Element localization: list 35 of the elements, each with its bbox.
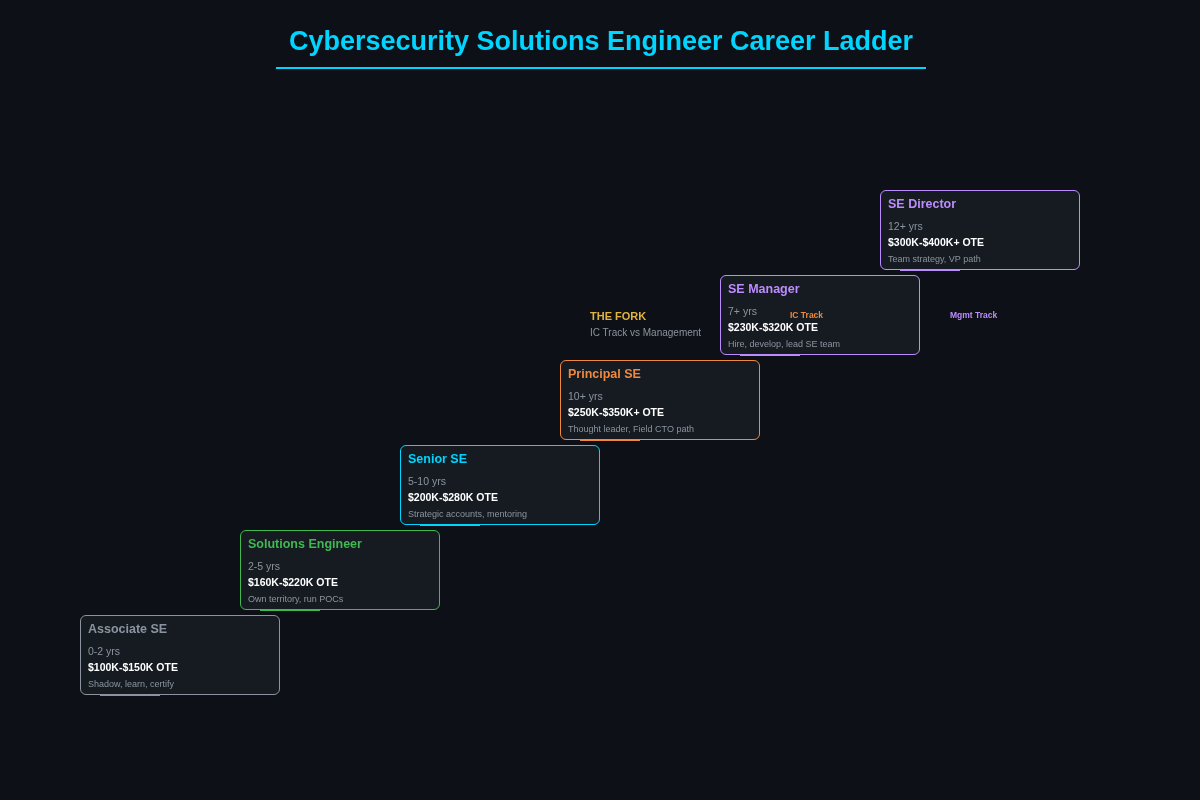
years-text: 12+ yrs — [888, 220, 923, 232]
career-level-card — [720, 275, 920, 355]
level-title: Solutions Engineer — [248, 537, 362, 551]
career-level-card — [880, 190, 1080, 270]
career-level-card — [240, 530, 440, 610]
level-title: SE Director — [888, 197, 957, 211]
salary-text: $200K-$280K OTE — [408, 491, 498, 503]
salary-text: $300K-$400K+ OTE — [888, 236, 984, 248]
years-text: 7+ yrs — [728, 305, 757, 317]
description-text: Shadow, learn, certify — [88, 679, 175, 689]
years-text: 5-10 yrs — [408, 475, 446, 487]
title: Cybersecurity Solutions Engineer Career Ladder — [276, 26, 926, 69]
career-level-card — [80, 615, 280, 695]
level-title: Principal SE — [568, 367, 641, 381]
years-text: 0-2 yrs — [88, 645, 121, 657]
salary-text: $250K-$350K+ OTE — [568, 406, 664, 418]
description-text: Hire, develop, lead SE team — [728, 339, 841, 349]
description-text: Strategic accounts, mentoring — [408, 509, 528, 519]
fork-subtitle: IC Track vs Management — [590, 327, 702, 338]
salary-text: $160K-$220K OTE — [248, 576, 338, 588]
track-label: IC Track — [790, 310, 824, 320]
level-title: SE Manager — [728, 282, 800, 296]
career-level-card — [560, 360, 760, 440]
fork-heading: THE FORK — [590, 310, 647, 322]
description-text: Thought leader, Field CTO path — [568, 424, 694, 434]
level-title: Associate SE — [88, 622, 168, 636]
description-text: Team strategy, VP path — [888, 254, 981, 264]
track-label: Mgmt Track — [950, 310, 998, 320]
salary-text: $100K-$150K OTE — [88, 661, 178, 673]
salary-text: $230K-$320K OTE — [728, 321, 818, 333]
years-text: 10+ yrs — [568, 390, 603, 402]
level-title: Senior SE — [408, 452, 468, 466]
years-text: 2-5 yrs — [248, 560, 281, 572]
career-level-card — [400, 445, 600, 525]
description-text: Own territory, run POCs — [248, 594, 344, 604]
